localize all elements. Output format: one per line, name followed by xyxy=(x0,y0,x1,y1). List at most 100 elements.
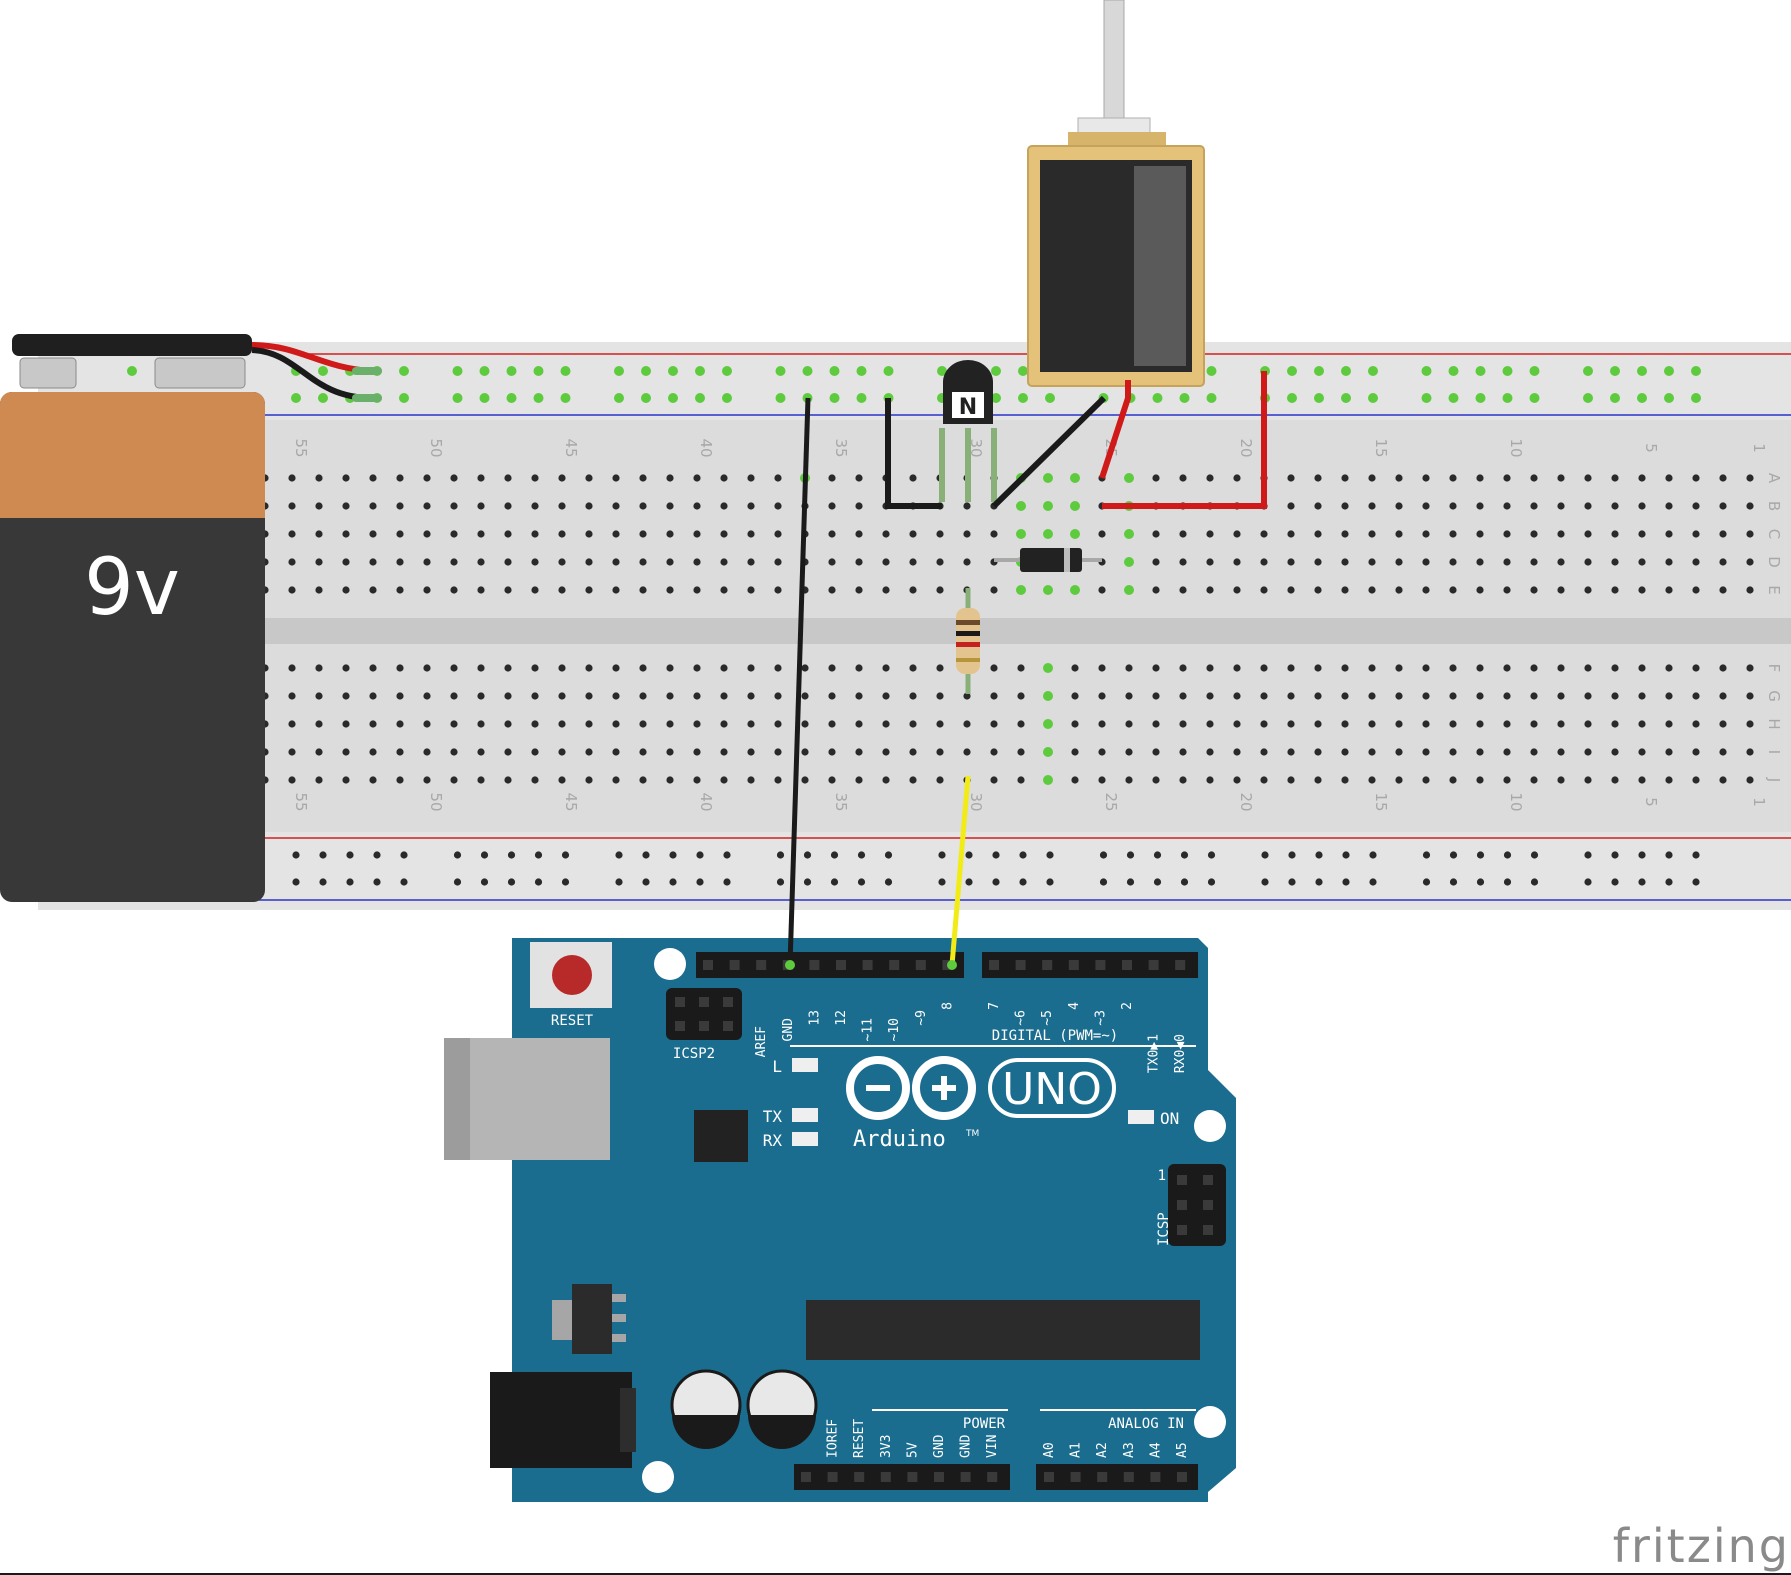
breadboard-hole xyxy=(342,530,350,538)
breadboard-hole xyxy=(477,692,485,700)
breadboard-hole xyxy=(639,502,647,510)
icsp-pin[interactable] xyxy=(1203,1175,1213,1185)
breadboard-hole xyxy=(963,502,971,510)
breadboard-hole xyxy=(855,474,863,482)
power-pin[interactable] xyxy=(907,1472,918,1482)
analog-pin[interactable] xyxy=(1070,1472,1081,1482)
rail-hole-connected xyxy=(614,366,624,376)
rail-hole-connected xyxy=(1529,366,1540,376)
icsp2-pin[interactable] xyxy=(699,997,709,1007)
breadboard-hole xyxy=(855,502,863,510)
power-pin[interactable] xyxy=(827,1472,838,1482)
breadboard-hole-connected xyxy=(1124,529,1134,539)
digital-pin[interactable] xyxy=(1068,960,1079,970)
power-pin[interactable] xyxy=(854,1472,865,1482)
breadboard-hole xyxy=(369,664,377,672)
breadboard-hole xyxy=(585,474,593,482)
breadboard-column-number: 20 xyxy=(1237,792,1255,811)
breadboard-hole xyxy=(1206,664,1214,672)
breadboard-hole xyxy=(1206,586,1214,594)
breadboard-hole xyxy=(639,558,647,566)
digital-pin[interactable] xyxy=(862,960,873,970)
digital-pin[interactable] xyxy=(1015,960,1026,970)
icsp2-pin[interactable] xyxy=(723,1021,733,1031)
power-jack xyxy=(490,1372,632,1468)
icsp-pin[interactable] xyxy=(1203,1225,1213,1235)
rail-hole xyxy=(1153,878,1162,886)
analog-pin[interactable] xyxy=(1177,1472,1187,1482)
led-rx-label: RX xyxy=(763,1131,783,1150)
digital-pin[interactable] xyxy=(703,960,713,970)
breadboard-hole xyxy=(1611,558,1619,566)
power-pin[interactable] xyxy=(880,1472,891,1482)
icsp2-pin[interactable] xyxy=(723,997,733,1007)
digital-pin[interactable] xyxy=(809,960,820,970)
icsp-pin[interactable] xyxy=(1177,1200,1187,1210)
rail-hole xyxy=(1476,878,1485,886)
icsp-pin[interactable] xyxy=(1203,1200,1213,1210)
rail-hole xyxy=(1099,878,1108,886)
digital-pin[interactable] xyxy=(729,960,740,970)
breadboard-hole xyxy=(1395,720,1403,728)
breadboard-column-number: 35 xyxy=(832,792,850,811)
digital-pin[interactable] xyxy=(1175,960,1186,970)
breadboard-hole xyxy=(1098,776,1106,784)
breadboard-hole xyxy=(1287,748,1295,756)
breadboard-hole xyxy=(1368,776,1376,784)
breadboard-hole xyxy=(342,692,350,700)
breadboard-hole xyxy=(1422,586,1430,594)
digital-pin[interactable] xyxy=(889,960,900,970)
breadboard-hole xyxy=(855,748,863,756)
breadboard-hole xyxy=(1557,586,1565,594)
diode-cathode-band xyxy=(1064,548,1070,572)
power-pin[interactable] xyxy=(934,1472,944,1482)
analog-pin[interactable] xyxy=(1123,1472,1134,1482)
breadboard-hole xyxy=(1530,664,1538,672)
analog-pin[interactable] xyxy=(1097,1472,1108,1482)
breadboard-hole-connected xyxy=(1043,663,1053,673)
reset-button[interactable] xyxy=(552,955,592,995)
digital-pin[interactable] xyxy=(1148,960,1159,970)
icsp2-pin[interactable] xyxy=(675,997,685,1007)
solenoid-cap xyxy=(1068,132,1166,148)
rail-hole xyxy=(1342,851,1350,859)
breadboard-hole xyxy=(477,720,485,728)
breadboard-hole xyxy=(1206,776,1214,784)
digital-pin[interactable] xyxy=(989,960,999,970)
digital-pin[interactable] xyxy=(756,960,767,970)
breadboard-hole xyxy=(1503,502,1511,510)
rail-hole xyxy=(857,851,866,859)
bottom-power-rail xyxy=(38,832,1791,910)
fritzing-watermark: fritzing xyxy=(1613,1519,1790,1573)
icsp-pin[interactable] xyxy=(1177,1225,1187,1235)
analog-pin[interactable] xyxy=(1150,1472,1161,1482)
digital-pin[interactable] xyxy=(1095,960,1106,970)
rail-hole xyxy=(615,878,623,886)
breadboard-hole xyxy=(531,692,539,700)
power-pin[interactable] xyxy=(987,1472,998,1482)
breadboard-hole xyxy=(342,558,350,566)
breadboard-hole xyxy=(990,664,998,672)
breadboard-hole-connected xyxy=(1016,529,1026,539)
usb-port-edge xyxy=(444,1038,470,1160)
rail-hole-connected xyxy=(1448,366,1459,376)
digital-pin[interactable] xyxy=(1122,960,1132,970)
digital-pin[interactable] xyxy=(1042,960,1053,970)
digital-pin[interactable] xyxy=(915,960,926,970)
breadboard-hole xyxy=(288,720,296,728)
digital-pin[interactable] xyxy=(836,960,846,970)
icsp2-pin[interactable] xyxy=(699,1021,709,1031)
breadboard-hole-connected xyxy=(1124,557,1134,567)
breadboard-hole xyxy=(990,530,998,538)
analog-pin[interactable] xyxy=(1044,1472,1054,1482)
power-pin[interactable] xyxy=(801,1472,811,1482)
breadboard-hole xyxy=(1665,776,1673,784)
rail-hole xyxy=(1503,878,1512,886)
icsp-label: ICSP xyxy=(1156,1212,1172,1246)
breadboard-hole xyxy=(882,748,890,756)
icsp2-pin[interactable] xyxy=(675,1021,685,1031)
rail-hole xyxy=(1261,878,1269,886)
breadboard-hole xyxy=(288,530,296,538)
icsp-pin[interactable] xyxy=(1177,1175,1187,1185)
power-pin[interactable] xyxy=(960,1472,971,1482)
